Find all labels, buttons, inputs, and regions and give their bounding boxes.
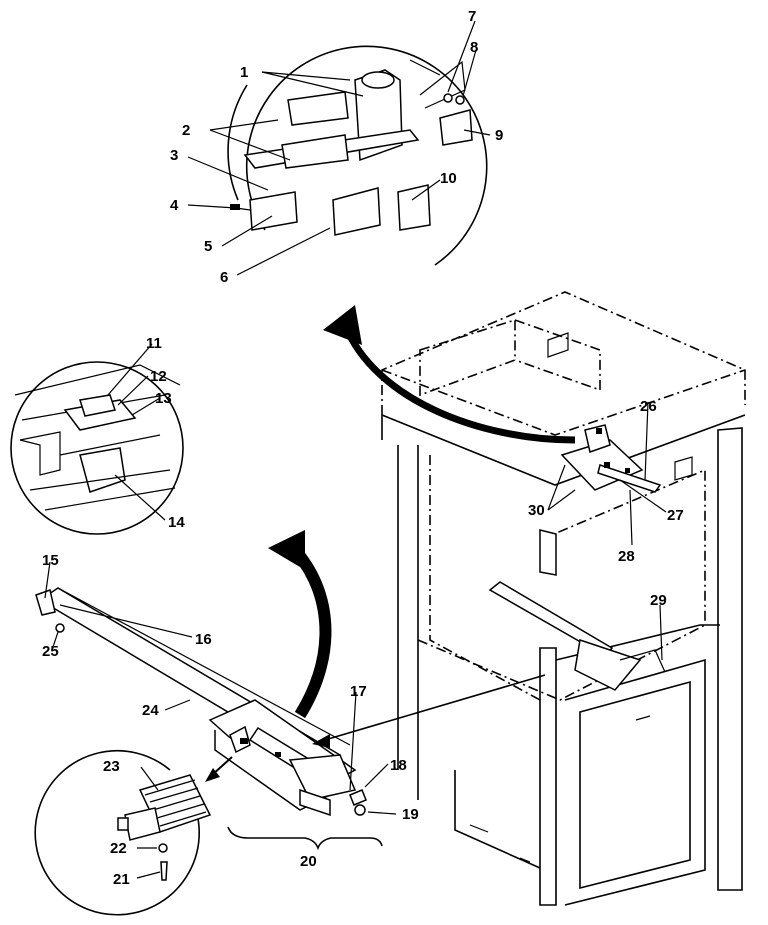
callout-28: 28 [618,548,635,565]
latch-rail-assembly [35,587,367,817]
callout-13: 13 [155,390,172,407]
leader-lines [44,20,667,879]
callout-19: 19 [402,806,419,823]
callout-30: 30 [528,502,545,519]
callout-8: 8 [470,39,478,56]
top-detail-circle [227,45,488,266]
callout-labels: 1 2 3 4 5 6 7 8 9 10 11 12 13 14 15 16 1… [42,8,684,888]
switch-assembly-cabinet [560,424,662,493]
callout-14: 14 [168,514,185,531]
callout-5: 5 [204,238,212,255]
callout-21: 21 [113,871,130,888]
callout-17: 17 [350,683,367,700]
bottom-detail-circle [34,749,212,916]
callout-2: 2 [182,122,190,139]
callout-12: 12 [150,368,167,385]
callout-26: 26 [640,398,657,415]
left-detail-circle [10,361,184,535]
callout-29: 29 [650,592,667,609]
callout-3: 3 [170,147,178,164]
callout-7: 7 [468,8,476,25]
callout-22: 22 [110,840,127,857]
callout-25: 25 [42,643,59,660]
callout-11: 11 [146,335,162,352]
callout-15: 15 [42,552,59,569]
callout-18: 18 [390,757,407,774]
callout-24: 24 [142,702,159,719]
callout-6: 6 [220,269,228,286]
callout-9: 9 [495,127,503,144]
callout-27: 27 [667,507,684,524]
callout-23: 23 [103,758,120,775]
oven-cabinet [381,291,746,906]
callout-16: 16 [195,631,212,648]
callout-1: 1 [240,64,248,81]
assembly-arrows [205,305,576,851]
callout-20: 20 [300,853,317,870]
callout-4: 4 [170,197,179,214]
callout-10: 10 [440,170,457,187]
